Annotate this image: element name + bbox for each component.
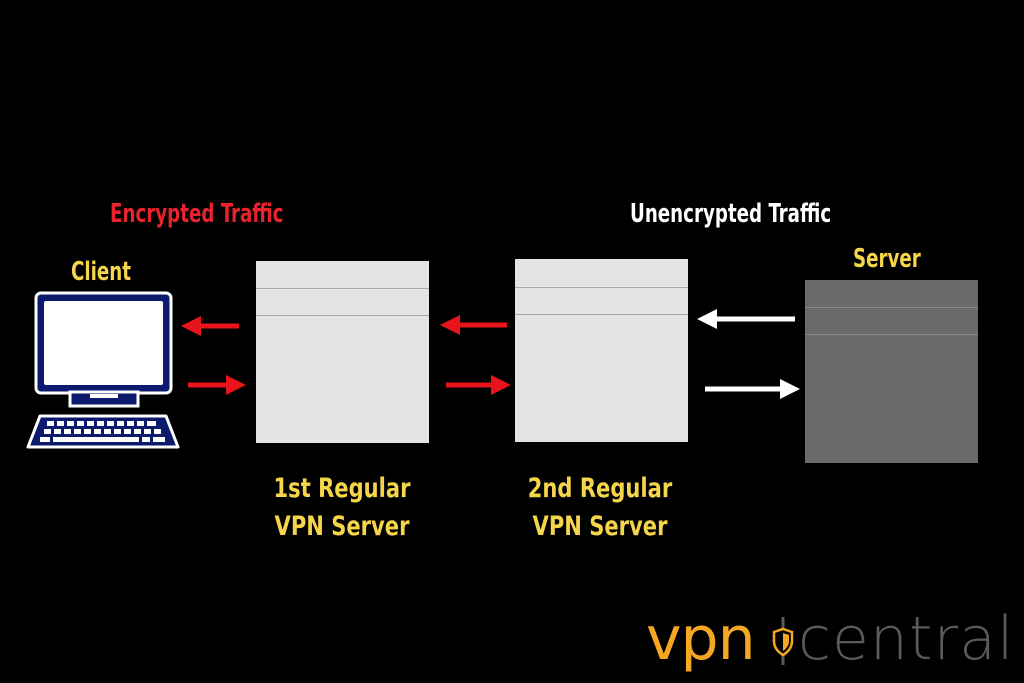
shield-icon — [772, 617, 794, 665]
caption-line: VPN Server — [532, 511, 668, 542]
server-divider — [256, 315, 429, 316]
server-divider — [805, 334, 978, 335]
destination-server-box — [805, 280, 978, 463]
second-vpn-server-box — [515, 259, 688, 442]
server-divider — [805, 307, 978, 308]
unencrypted-traffic-label: Unencrypted Traffic — [630, 199, 832, 229]
second-vpn-server-caption: 2nd Regular VPN Server — [514, 470, 686, 546]
caption-line: 2nd Regular — [527, 473, 673, 504]
first-vpn-server-box — [256, 261, 429, 443]
logo-text-central: central — [798, 604, 1015, 674]
server-label: Server — [853, 244, 921, 274]
encrypted-traffic-label: Encrypted Traffic — [110, 199, 284, 229]
caption-line: 1st Regular — [273, 473, 411, 504]
client-label: Client — [71, 257, 131, 287]
logo-text-vpn: vpn — [646, 604, 756, 674]
server-divider — [256, 288, 429, 289]
vpncentral-logo: vpn central — [646, 603, 1016, 675]
first-vpn-server-caption: 1st Regular VPN Server — [256, 470, 428, 546]
caption-line: VPN Server — [274, 511, 410, 542]
server-divider — [515, 314, 688, 315]
server-divider — [515, 287, 688, 288]
